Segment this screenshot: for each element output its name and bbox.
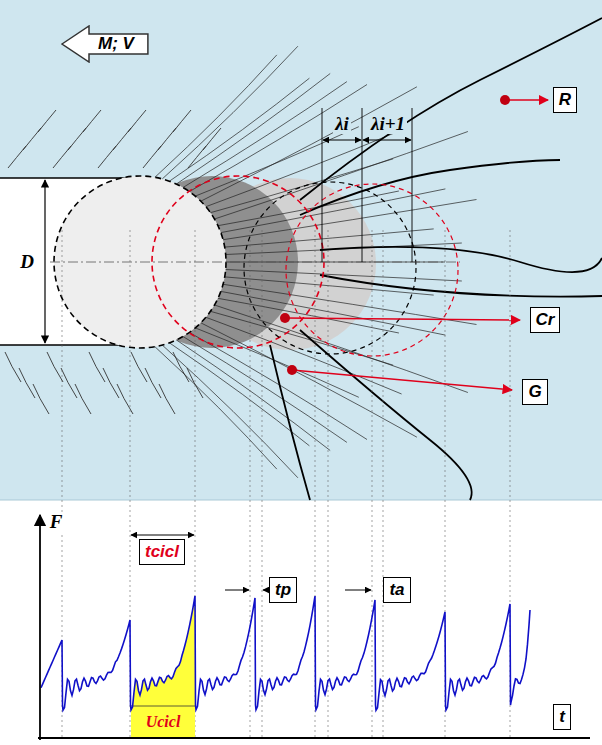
illustration-part <box>5 352 21 382</box>
illustration-part <box>500 95 510 105</box>
illustration-part <box>412 108 413 262</box>
illustration-part <box>33 384 49 414</box>
axis-label: F <box>48 512 65 533</box>
zone-label-box: Cr <box>530 307 561 334</box>
dimension-label: λi+1 <box>369 114 407 135</box>
illustration-part <box>320 275 602 297</box>
illustration-part <box>47 352 63 382</box>
illustration-part <box>159 384 175 414</box>
illustration-part <box>89 352 105 382</box>
illustration-part <box>363 140 411 141</box>
illustration-part <box>41 596 530 710</box>
illustration-part <box>372 230 373 740</box>
illustration-part <box>322 108 323 262</box>
illustration-part <box>131 352 147 382</box>
illustration-part <box>50 262 460 263</box>
axis-label-box: t <box>553 704 571 731</box>
illustration-part <box>189 332 367 439</box>
illustration-part <box>117 384 133 414</box>
illustration-part <box>328 230 329 740</box>
node-text: tp <box>275 581 291 600</box>
illustration-part <box>162 345 298 478</box>
illustration-part <box>505 99 548 101</box>
illustration-part <box>225 590 249 591</box>
illustration-part <box>225 229 434 247</box>
node-text: R <box>559 91 571 110</box>
illustration-part <box>39 515 41 740</box>
illustration-part <box>176 340 330 451</box>
node-text: tcicl <box>145 543 179 562</box>
illustration-part <box>131 706 195 707</box>
illustration-part <box>131 535 194 536</box>
illustration-part <box>169 343 309 446</box>
illustration-part <box>270 345 310 500</box>
dimension-label: λi <box>333 114 351 135</box>
illustration-part <box>323 140 361 141</box>
illustration-part <box>128 110 146 132</box>
illustration-part <box>383 230 384 740</box>
illustration-part <box>155 347 277 469</box>
area-label: Ucicl <box>144 713 183 731</box>
illustration-part <box>292 370 512 390</box>
illustration-part <box>173 110 191 132</box>
illustration-part <box>362 108 363 262</box>
illustration-part <box>38 110 56 132</box>
illustration-part <box>300 18 602 200</box>
illustration-part <box>187 368 203 398</box>
illustration-part <box>38 737 590 739</box>
node-text: M; V <box>98 35 134 54</box>
zone-label-box: G <box>522 379 547 406</box>
illustration-part <box>201 323 417 437</box>
illustration-part <box>215 132 468 220</box>
illustration-part <box>206 130 402 207</box>
illustration-part <box>83 110 101 132</box>
illustration-part <box>189 85 367 192</box>
illustration-part <box>285 318 520 320</box>
node-text: t <box>559 708 565 727</box>
illustration-part <box>19 368 35 398</box>
illustration-part <box>131 596 195 738</box>
illustration-part <box>270 18 602 500</box>
illustration-part <box>287 365 297 375</box>
illustration-part <box>0 500 602 501</box>
illustration-part <box>280 313 290 323</box>
illustration-part <box>218 191 399 226</box>
illustration-part <box>262 230 263 740</box>
illustration-part <box>44 180 45 343</box>
illustration-part <box>155 55 277 177</box>
time-label-box: ta <box>383 577 410 604</box>
dimension-label: D <box>18 252 36 273</box>
motion-arrow: M; V <box>61 25 149 63</box>
node-text: Cr <box>536 311 555 330</box>
time-label-box: tp <box>269 577 297 604</box>
arrow-outline <box>62 26 148 62</box>
illustration-part <box>250 230 251 740</box>
illustration-part <box>221 291 446 335</box>
illustration-part <box>244 182 416 354</box>
illustration-part <box>183 337 347 443</box>
illustration-part <box>223 200 476 240</box>
illustration-part <box>345 590 371 591</box>
illustration-part <box>300 330 472 500</box>
illustration-part <box>75 384 91 414</box>
time-label-box: tcicl <box>139 539 185 566</box>
zone-label-box: R <box>553 87 577 114</box>
illustration-part <box>169 78 309 181</box>
illustration-part <box>145 368 161 398</box>
illustration-part <box>61 368 77 398</box>
illustration-part <box>103 368 119 398</box>
node-text: G <box>528 383 541 402</box>
illustration-part <box>0 0 602 500</box>
illustration-part <box>225 277 434 295</box>
node-text: ta <box>389 581 404 600</box>
illustration-part <box>176 74 330 185</box>
